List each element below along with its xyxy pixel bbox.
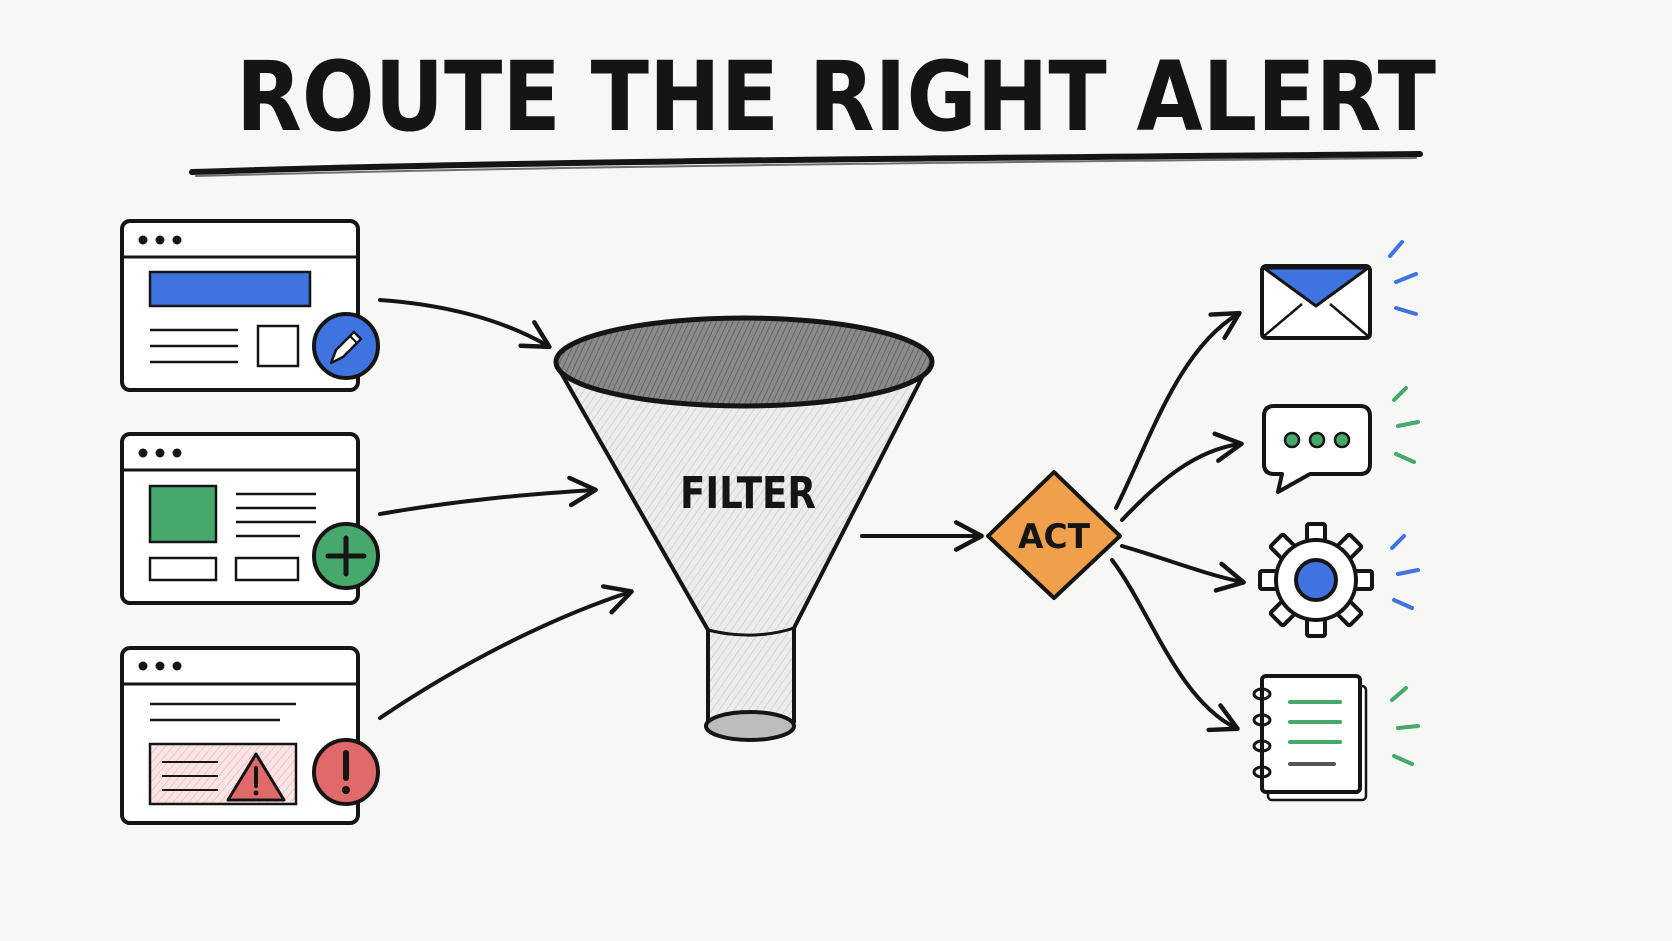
arrow-edit-to-funnel [378, 298, 552, 350]
page-title: ROUTE THE RIGHT ALERT [236, 41, 1436, 153]
pencil-icon [312, 312, 380, 380]
filter-funnel [553, 315, 935, 742]
window-dot-icon [138, 235, 148, 245]
signal-lines-blue [1390, 534, 1420, 610]
notebook-icon [1252, 674, 1368, 802]
title-underline [189, 151, 1423, 175]
decision-label: ACT [1018, 517, 1091, 557]
window-dot-icon [155, 661, 165, 671]
window-dot-icon [155, 448, 165, 458]
warning-triangle-icon [226, 752, 286, 802]
arrow-act-to-chat [1120, 431, 1244, 522]
title-underline-sketch [195, 157, 1417, 177]
window-dot-icon [138, 448, 148, 458]
signal-lines-blue [1388, 240, 1418, 316]
gear-icon [1258, 522, 1374, 638]
source-window-edit [120, 219, 380, 392]
arrow-act-to-notebook [1110, 558, 1240, 733]
exclamation-icon [312, 738, 380, 806]
window-dot-icon [172, 448, 182, 458]
source-window-error [120, 646, 380, 825]
arrow-create-to-funnel [378, 475, 598, 516]
source-window-create [120, 432, 380, 605]
arrow-act-to-gear [1120, 544, 1246, 593]
chat-bubble-icon [1262, 404, 1372, 494]
signal-lines-green [1390, 686, 1420, 766]
arrow-error-to-funnel [378, 584, 634, 720]
plus-icon [312, 522, 380, 590]
signal-lines-green [1392, 386, 1420, 464]
envelope-icon [1260, 264, 1372, 340]
image-placeholder [148, 484, 218, 544]
highlight-bar [148, 270, 312, 308]
funnel-label: FILTER [680, 468, 816, 519]
window-dot-icon [138, 661, 148, 671]
window-dot-icon [172, 235, 182, 245]
act-decision-diamond [986, 470, 1122, 600]
arrow-act-to-email [1114, 310, 1242, 510]
window-dot-icon [155, 235, 165, 245]
window-dot-icon [172, 661, 182, 671]
